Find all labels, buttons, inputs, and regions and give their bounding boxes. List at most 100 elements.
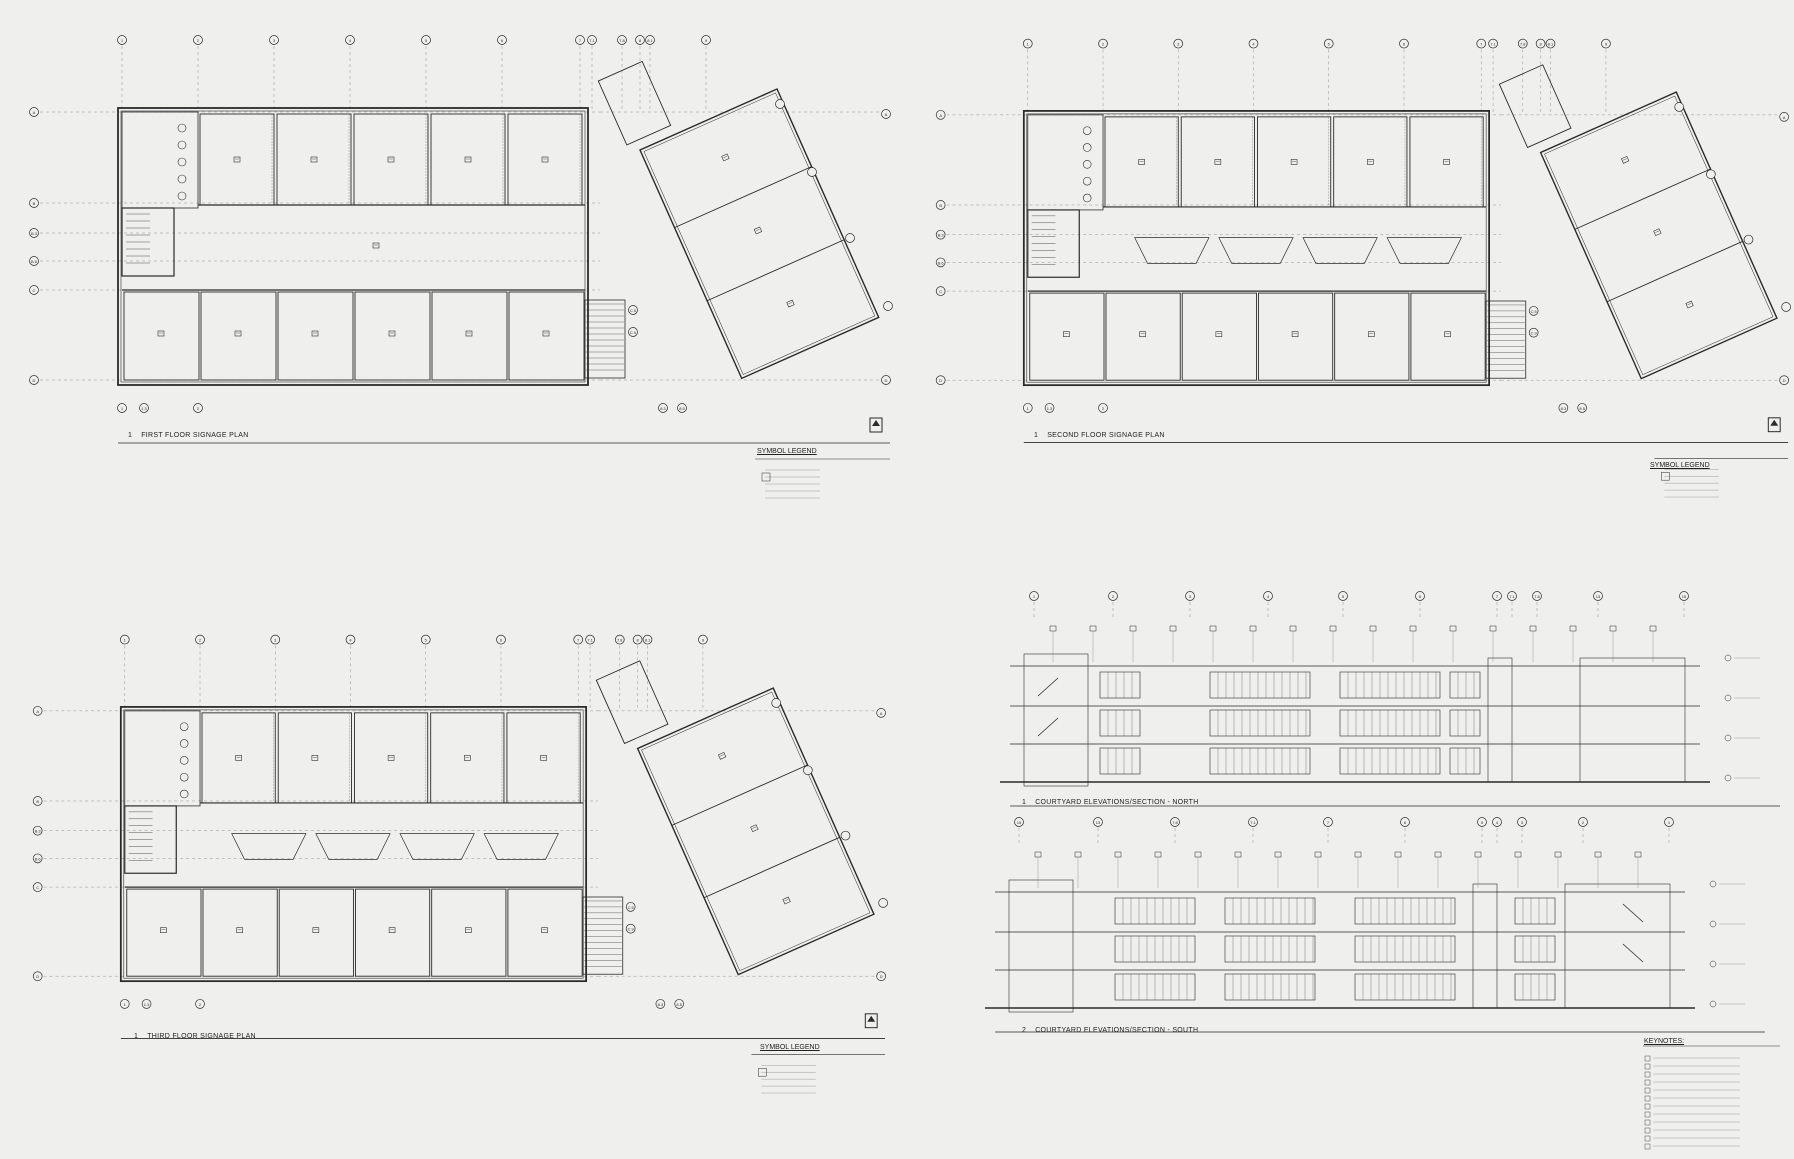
room-sign [1367, 159, 1374, 165]
fixture-circle [179, 739, 189, 748]
grid-bubble-row: B.3 [935, 229, 946, 240]
grid-bubble-circle [29, 228, 39, 238]
room-sign [1139, 331, 1146, 337]
elevation-tag [1474, 851, 1482, 858]
elevation-tag [1634, 851, 1642, 858]
grid-bubble-col: 8.1 [1545, 38, 1556, 49]
room-sign [310, 156, 318, 163]
grid-bubble-label: 4 [1267, 594, 1270, 599]
grid-bubble-col: 3 [270, 634, 281, 645]
sign-box [387, 156, 395, 163]
grid-bubble-col: 5 [421, 35, 431, 45]
grid-bubble-label: 2 [197, 38, 200, 43]
elevation-tag [1409, 625, 1417, 632]
grid-bubble-circle [1593, 591, 1603, 601]
grid-bubble-label: 1 [1668, 820, 1671, 825]
keynote-marker [1644, 1055, 1651, 1062]
grid-bubble-col: 1 [117, 35, 127, 45]
elevation-tag [1369, 625, 1377, 632]
grid-bubble-circle [1558, 403, 1569, 413]
grid-bubble-label: 3 [1521, 820, 1524, 825]
grid-bubble-label: C.9 [630, 330, 637, 335]
level-marker [1724, 654, 1732, 662]
grid-bubble-col: 9 [701, 35, 711, 45]
grid-bubble-label: 7.8 [1520, 42, 1526, 47]
classroom [123, 291, 200, 381]
grid-bubble-circle [32, 706, 43, 716]
grid-bubble-label: 1.3 [144, 1002, 150, 1007]
elevation-tag [1114, 851, 1122, 858]
classroom [354, 712, 429, 804]
elevation-grid-bubble: 7 [1492, 591, 1502, 601]
grid-bubble-label: 3 [273, 38, 276, 43]
room-sign [540, 755, 547, 761]
grid-bubble-circle [29, 198, 39, 208]
grid-bubble-label: 1.3 [141, 406, 147, 411]
room-sign [753, 226, 763, 235]
grid-bubble-col: 8 [635, 35, 645, 45]
classroom [355, 888, 431, 977]
grid-bubble-label: B.6 [938, 260, 945, 265]
room-sign [312, 927, 320, 933]
grid-bubble-circle [1400, 817, 1410, 827]
fixture-circle [177, 191, 187, 201]
sign-box [372, 242, 380, 249]
grid-bubble-label: C [939, 289, 942, 294]
grid-bubble-label: D [885, 378, 888, 383]
legend-symbol [761, 472, 771, 482]
room-sign [718, 751, 727, 760]
elevation-grid-bubble: 7.8 [1170, 817, 1180, 827]
elevation-tag [1449, 625, 1457, 632]
grid-bubble-label: 8.3 [1561, 406, 1567, 411]
grid-bubble-label: 2 [199, 1002, 201, 1007]
grid-bubble-circle [881, 375, 891, 385]
grid-bubble-label: 6 [1419, 594, 1422, 599]
grid-bubble-label: D [939, 378, 942, 383]
grid-bubble-col: 6 [496, 634, 506, 645]
keynotes-title: KEYNOTES: [1644, 1038, 1685, 1045]
grid-bubble-label: A [33, 110, 36, 115]
grid-bubble-circle [655, 999, 666, 1009]
room-sign [233, 156, 241, 163]
grid-bubble-circle [1743, 234, 1754, 245]
room-sign [1685, 300, 1694, 309]
elevation-tag [1529, 625, 1537, 632]
grid-bubble-label: 7.1 [1509, 594, 1515, 599]
sign-text-line [723, 155, 728, 158]
elevation-grid-bubble: 4 [1492, 817, 1502, 827]
grid-bubble-circle [421, 35, 431, 45]
room-sign [750, 824, 759, 833]
grid-bubble-circle [117, 403, 127, 413]
grid-bubble-label: D [36, 974, 39, 979]
classroom [1258, 292, 1334, 381]
grid-bubble-circle [658, 403, 668, 413]
grid-bubble-label: D [1783, 378, 1786, 383]
building-outline [117, 107, 589, 386]
grid-bubble-wing [840, 830, 851, 841]
grid-bubble-col: 8.5 [674, 999, 684, 1009]
grid-bubble-circle [29, 375, 39, 385]
north-arrow-head [867, 1015, 876, 1022]
grid-bubble-row: D [935, 375, 946, 386]
grid-bubble-circle [29, 256, 39, 266]
grid-bubble-label: 13 [1596, 594, 1601, 599]
grid-bubble-circle [632, 634, 643, 645]
elevation-tag [1394, 851, 1402, 858]
classroom [1181, 292, 1257, 381]
room-sign [387, 156, 395, 163]
fixture-circle [179, 722, 189, 731]
building-outline [119, 706, 588, 983]
grid-bubble-circle [496, 634, 506, 645]
grid-bubble-label: A [1783, 115, 1786, 120]
sign-box [1685, 300, 1694, 309]
grid-bubble-col: 6 [497, 35, 507, 45]
grid-bubble-circle [587, 35, 597, 45]
fixture-circle [179, 789, 189, 799]
grid-bubble-circle [1528, 306, 1539, 316]
grid-bubble-col: 8 [632, 634, 643, 645]
grid-bubble-label: 3 [1189, 594, 1192, 599]
classroom [200, 291, 277, 381]
room-sign [1653, 228, 1662, 237]
sign-box [1621, 155, 1630, 164]
